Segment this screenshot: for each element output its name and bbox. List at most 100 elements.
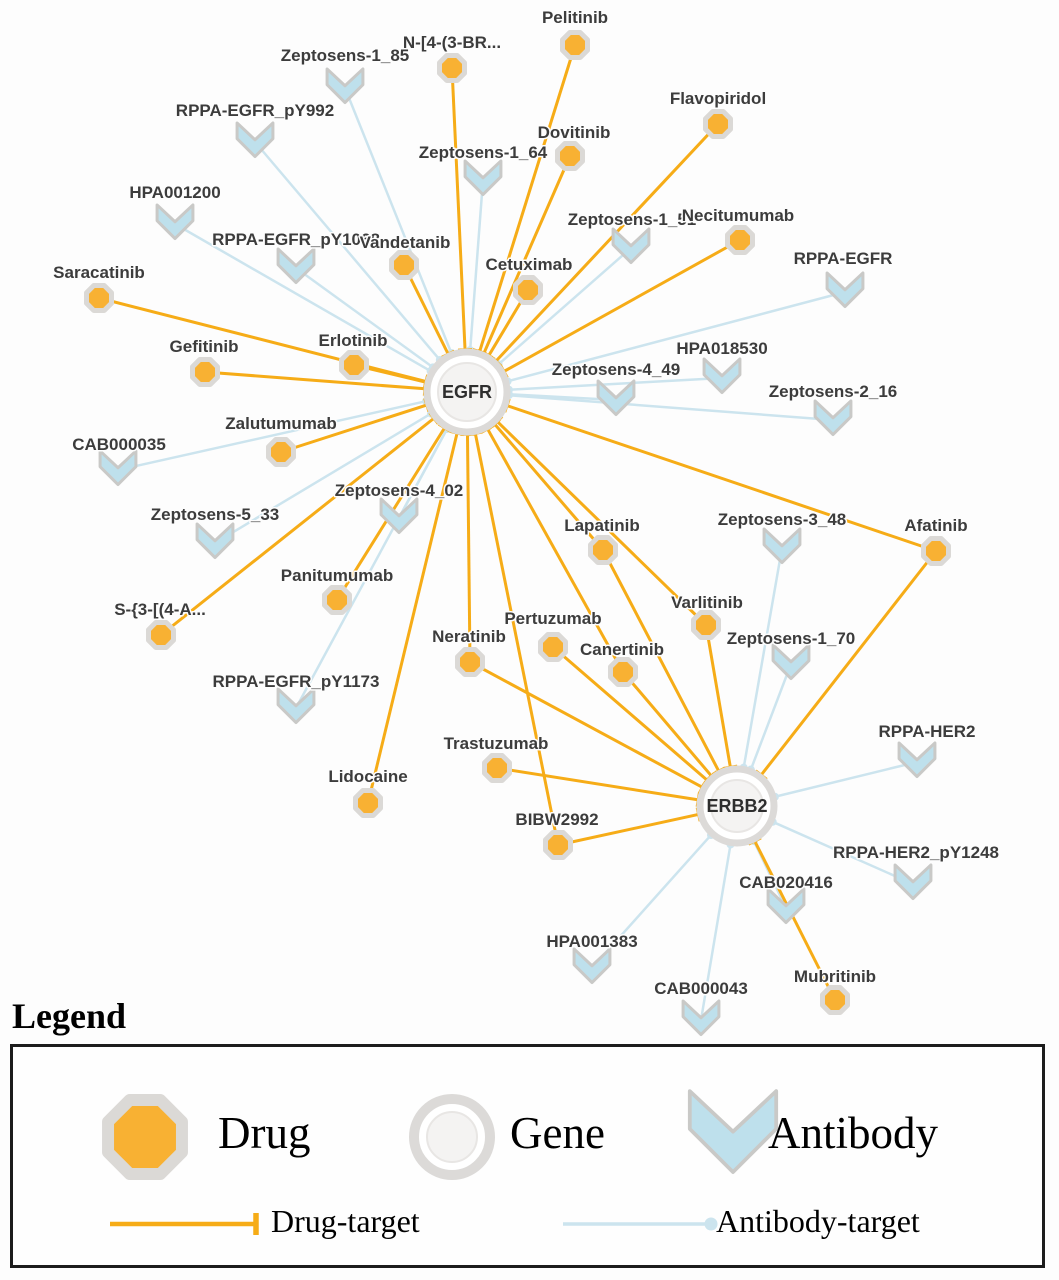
drug-node-Varlitinib[interactable] bbox=[691, 610, 721, 640]
node-label-Saracatinib: Saracatinib bbox=[53, 263, 145, 282]
drug-node-Neratinib[interactable] bbox=[455, 647, 485, 677]
antibody-node-Zeptosens-4_49[interactable] bbox=[596, 379, 636, 417]
drug-node-Pelitinib[interactable] bbox=[560, 30, 590, 60]
drug-target-edge bbox=[469, 660, 704, 789]
node-label-Zeptosens-1_85: Zeptosens-1_85 bbox=[281, 46, 410, 65]
drug-node-Erlotinib[interactable] bbox=[339, 350, 369, 380]
antibody-target-edge bbox=[699, 844, 732, 1021]
legend-label-antibody: Antibody bbox=[768, 1108, 939, 1158]
antibody-node-Zeptosens-4_02[interactable] bbox=[379, 497, 419, 535]
antibody-target-edge bbox=[749, 663, 793, 770]
drug-node-N-4-3-BR[interactable] bbox=[437, 53, 467, 83]
legend-title: Legend bbox=[12, 996, 127, 1036]
antibody-target-edge bbox=[254, 141, 441, 361]
drug-target-edge bbox=[704, 624, 732, 768]
antibody-target-edge bbox=[295, 266, 434, 369]
drug-node-Cetuximab[interactable] bbox=[513, 275, 543, 305]
drug-node-Dovitinib[interactable] bbox=[555, 141, 585, 171]
antibody-node-CAB000043[interactable] bbox=[681, 999, 721, 1037]
gene-node-EGFR[interactable] bbox=[423, 348, 511, 436]
antibody-target-edge bbox=[772, 820, 914, 886]
antibody-target-edge bbox=[591, 834, 712, 969]
drug-node-Lidocaine[interactable] bbox=[353, 788, 383, 818]
drug-target-edge bbox=[366, 432, 459, 804]
antibody-node-RPPA-EGFR_pY992[interactable] bbox=[235, 121, 275, 159]
antibody-target-edge bbox=[294, 428, 449, 709]
antibody-target-edge bbox=[742, 547, 784, 768]
node-label-HPA018530: HPA018530 bbox=[676, 339, 767, 358]
antibody-node-Zeptosens-1_85[interactable] bbox=[325, 67, 365, 105]
node-label-RPPA-EGFR_pY992: RPPA-EGFR_pY992 bbox=[176, 101, 334, 120]
node-label-RPPA-EGFR: RPPA-EGFR bbox=[794, 249, 893, 268]
node-label-Lidocaine: Lidocaine bbox=[328, 767, 407, 786]
gene-label-ERBB2: ERBB2 bbox=[706, 796, 767, 816]
antibody-target-edge bbox=[343, 87, 453, 354]
node-label-Zeptosens-4_02: Zeptosens-4_02 bbox=[335, 481, 464, 500]
drug-node-Saracatinib[interactable] bbox=[84, 283, 114, 313]
antibody-target-edge bbox=[508, 393, 834, 422]
antibody-node-RPPA-EGFR[interactable] bbox=[825, 271, 865, 309]
drug-node-BIBW2992[interactable] bbox=[543, 830, 573, 860]
antibody-target-edge-sample bbox=[563, 1217, 718, 1231]
node-label-HPA001383: HPA001383 bbox=[546, 932, 637, 951]
drug-target-edge bbox=[496, 766, 699, 802]
antibody-node-Zeptosens-3_48[interactable] bbox=[762, 527, 802, 565]
antibody-node-HPA001383[interactable] bbox=[572, 947, 612, 985]
node-label-BIBW2992: BIBW2992 bbox=[515, 810, 598, 829]
node-label-Canertinib: Canertinib bbox=[580, 640, 664, 659]
drug-node-Gefitinib[interactable] bbox=[190, 357, 220, 387]
antibody-node-CAB000035[interactable] bbox=[98, 449, 138, 487]
node-label-Zeptosens-3_48: Zeptosens-3_48 bbox=[718, 510, 847, 529]
node-label-CAB000043: CAB000043 bbox=[654, 979, 748, 998]
drug-node-Necitumumab[interactable] bbox=[725, 225, 755, 255]
antibody-node-HPA001200[interactable] bbox=[155, 203, 195, 241]
node-label-Erlotinib: Erlotinib bbox=[319, 331, 388, 350]
node-label-Cetuximab: Cetuximab bbox=[486, 255, 573, 274]
drug-node-Lapatinib[interactable] bbox=[588, 535, 618, 565]
drug-node-Zalutumumab[interactable] bbox=[266, 437, 296, 467]
node-label-Afatinib: Afatinib bbox=[904, 516, 967, 535]
drug-target-edge bbox=[493, 422, 605, 551]
antibody-node-RPPA-HER2[interactable] bbox=[897, 741, 937, 779]
drug-target-edge bbox=[552, 645, 709, 782]
node-label-Zeptosens-4_49: Zeptosens-4_49 bbox=[552, 360, 681, 379]
drug-target-edge bbox=[621, 671, 713, 778]
gene-node-ERBB2[interactable] bbox=[696, 765, 778, 847]
antibody-node-RPPA-EGFR_pY1173[interactable] bbox=[276, 687, 316, 725]
drug-target-edge bbox=[478, 44, 577, 353]
antibody-node-Zeptosens-2_16[interactable] bbox=[813, 399, 853, 437]
legend-label-drug: Drug bbox=[218, 1108, 311, 1158]
drug-node-Flavopiridol[interactable] bbox=[703, 109, 733, 139]
drug-target-edge bbox=[465, 433, 472, 663]
node-label-Flavopiridol: Flavopiridol bbox=[670, 89, 766, 108]
drug-node-S-3-4-A[interactable] bbox=[146, 620, 176, 650]
drug-node-Trastuzumab[interactable] bbox=[482, 753, 512, 783]
node-label-Neratinib: Neratinib bbox=[432, 627, 506, 646]
drug-node-Pertuzumab[interactable] bbox=[538, 632, 568, 662]
drug-node-Panitumumab[interactable] bbox=[322, 585, 352, 615]
legend-label-gene: Gene bbox=[510, 1108, 605, 1158]
antibody-node-Zeptosens-1_64[interactable] bbox=[463, 159, 503, 197]
node-label-Trastuzumab: Trastuzumab bbox=[444, 734, 549, 753]
node-label-Zalutumumab: Zalutumumab bbox=[225, 414, 336, 433]
node-label-Zeptosens-2_16: Zeptosens-2_16 bbox=[769, 382, 898, 401]
antibody-node-HPA018530[interactable] bbox=[702, 357, 742, 395]
node-label-Zeptosens-1_64: Zeptosens-1_64 bbox=[419, 143, 548, 162]
antibody-node-Zeptosens-5_33[interactable] bbox=[195, 522, 235, 560]
drug-node-Vandetanib[interactable] bbox=[389, 250, 419, 280]
antibody-node-RPPA-EGFR_pY1068[interactable] bbox=[276, 247, 316, 285]
antibody-node-Zeptosens-1_51[interactable] bbox=[611, 227, 651, 265]
drug-octagon-icon bbox=[102, 1094, 188, 1180]
node-label-Panitumumab: Panitumumab bbox=[281, 566, 393, 585]
node-label-S-3-4-A: S-{3-[(4-A... bbox=[114, 600, 206, 619]
antibody-node-Zeptosens-1_70[interactable] bbox=[771, 643, 811, 681]
node-label-Mubritinib: Mubritinib bbox=[794, 967, 876, 986]
antibody-node-RPPA-HER2_pY1248[interactable] bbox=[893, 863, 933, 901]
drug-node-Mubritinib[interactable] bbox=[820, 985, 850, 1015]
gene-inner-disc bbox=[710, 779, 764, 833]
antibody-node-CAB020416[interactable] bbox=[766, 887, 806, 925]
drug-node-Canertinib[interactable] bbox=[608, 657, 638, 687]
drug-node-Afatinib[interactable] bbox=[921, 536, 951, 566]
